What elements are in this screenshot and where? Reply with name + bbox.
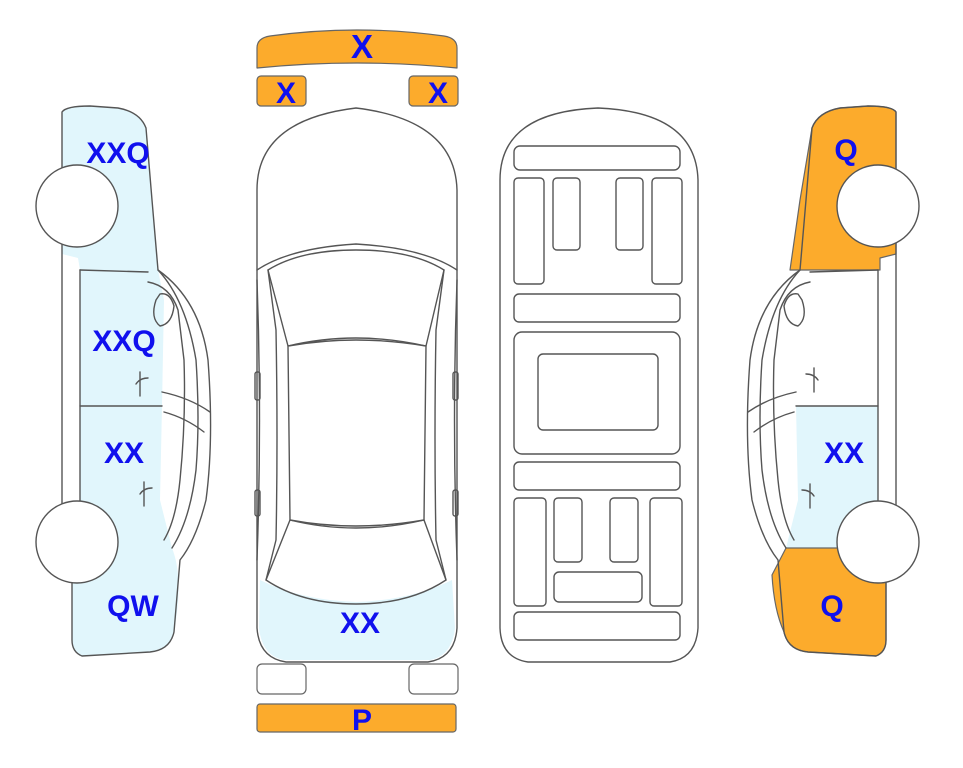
underbody-view	[499, 107, 699, 663]
left-front-door[interactable]	[80, 270, 164, 406]
front-bumper-label: X	[351, 28, 373, 65]
rear-right-bumper-part[interactable]	[408, 663, 459, 695]
left-front-door-label: XXQ	[92, 325, 155, 358]
bottom-bumper-group: P	[256, 663, 459, 737]
rear-bumper-part[interactable]	[256, 703, 457, 733]
top-bumper-group: X X X	[256, 28, 459, 110]
right-front-wheel	[836, 164, 920, 248]
right-side-view: Q XX Q	[746, 105, 920, 657]
top-rear-glass-label: XX	[340, 607, 380, 640]
front-bumper-part[interactable]	[256, 29, 458, 69]
left-front-panel-label: XXQ	[86, 137, 149, 170]
rear-left-bumper-part[interactable]	[256, 663, 307, 695]
top-rear-glass[interactable]	[259, 580, 455, 660]
rear-bumper-label: P	[352, 704, 372, 737]
front-left-bumper-part[interactable]	[256, 75, 307, 107]
front-left-bumper-label: X	[276, 77, 296, 110]
left-rear-panel-label: QW	[107, 590, 159, 623]
right-front-panel-label: Q	[834, 134, 857, 167]
front-right-bumper-part[interactable]	[408, 75, 459, 107]
left-side-view: XXQ XXQ XX QW	[35, 105, 212, 657]
left-rear-door-label: XX	[104, 437, 144, 470]
front-right-bumper-label: X	[428, 77, 448, 110]
right-rear-wheel	[836, 500, 920, 584]
right-rear-panel-label: Q	[820, 590, 843, 623]
right-rear-door-label: XX	[824, 437, 864, 470]
top-view: XX	[254, 107, 459, 663]
left-front-wheel	[35, 164, 119, 248]
left-rear-wheel	[35, 500, 119, 584]
